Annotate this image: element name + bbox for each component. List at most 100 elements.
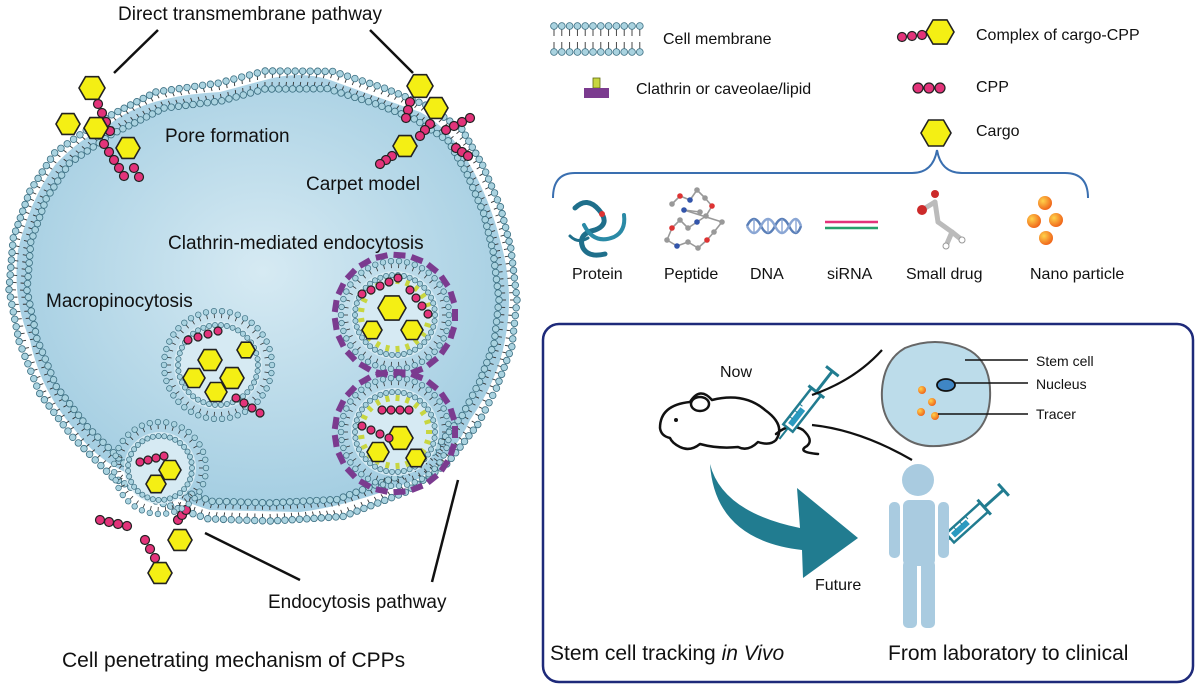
tracking-panel-border <box>543 324 1193 682</box>
stem-cell-label: Stem cell <box>1036 353 1094 369</box>
cpp-bead <box>130 164 139 173</box>
cargo-types-bracket <box>553 150 1088 198</box>
cargo-hexagon <box>921 120 951 146</box>
stem-cell-icon <box>882 342 990 446</box>
tracer-dot <box>931 412 939 420</box>
cpp-bead <box>204 330 212 338</box>
left-caption: Cell penetrating mechanism of CPPs <box>62 649 405 672</box>
cpp-bead <box>358 422 366 430</box>
sirna-icon <box>825 222 878 228</box>
nucleus-icon <box>937 379 955 391</box>
cpp-bead <box>194 333 202 341</box>
cargo-hexagon <box>367 443 389 462</box>
cpp-bead <box>110 156 119 165</box>
legend: Cell membrane Clathrin or caveolae/lipid… <box>551 20 1140 198</box>
cargo-hexagon <box>393 136 417 157</box>
cpp-bead <box>100 140 109 149</box>
cpp-legend-icon <box>913 83 945 93</box>
cell-membrane-legend-icon <box>551 23 644 56</box>
cargo-cpp-complex-legend-icon <box>898 20 955 44</box>
cpp-bead <box>402 114 411 123</box>
cpp-bead <box>96 516 105 525</box>
peptide-icon <box>664 187 725 251</box>
cpp-bead <box>120 172 129 181</box>
cpp-bead <box>151 554 160 563</box>
pore-formation-label: Pore formation <box>165 126 290 147</box>
cargo-hexagon <box>56 114 80 135</box>
cpp-bead <box>908 32 917 41</box>
cpp-mechanism-panel: Direct transmembrane pathway Pore format… <box>6 4 521 672</box>
cargo-hexagon <box>79 77 105 100</box>
cpp-bead <box>214 327 222 335</box>
cpp-bead <box>387 406 395 414</box>
tracer-dot <box>918 386 926 394</box>
cpp-bead <box>367 426 375 434</box>
tracer-dot <box>928 398 936 406</box>
legend-cell-membrane: Cell membrane <box>663 31 772 48</box>
cpp-bead <box>385 434 393 442</box>
cpp-bead <box>924 83 934 93</box>
cargo-hexagon <box>148 563 172 584</box>
cargo-hexagon <box>424 98 448 119</box>
cargo-hexagon <box>362 321 382 338</box>
cpp-bead <box>405 406 413 414</box>
cpp-bead <box>378 406 386 414</box>
cargo-legend-icon <box>921 120 951 146</box>
cpp-bead <box>105 148 114 157</box>
legend-clathrin: Clathrin or caveolae/lipid <box>636 81 811 98</box>
cpp-bead <box>935 83 945 93</box>
cargo-hexagon <box>237 342 255 358</box>
cpp-bead <box>412 294 420 302</box>
cpp-bead <box>418 302 426 310</box>
cpp-bead <box>136 458 144 466</box>
cargo-type-label: Protein <box>572 266 623 283</box>
zoom-line <box>812 350 882 395</box>
now-to-future-arrow <box>710 464 858 578</box>
cpp-bead <box>394 274 402 282</box>
stem-cell-tracking-panel: Now Future Stem cell Nucleus Tracer Stem… <box>543 324 1193 682</box>
protein-icon <box>570 202 624 255</box>
cargo-hexagon <box>926 20 954 44</box>
cpp-bead <box>256 409 264 417</box>
cargo-hexagon <box>205 383 227 402</box>
cpp-bead <box>115 164 124 173</box>
callout-line <box>205 533 300 580</box>
callout-line <box>370 30 413 73</box>
cpp-bead <box>105 518 114 527</box>
cpp-bead <box>898 33 907 42</box>
cargo-hexagon <box>84 118 108 139</box>
clathrin-endocytosis-label: Clathrin-mediated endocytosis <box>168 233 424 254</box>
legend-cargo: Cargo <box>976 123 1020 140</box>
cpp-bead <box>406 286 414 294</box>
cargo-type-label: Small drug <box>906 266 982 283</box>
cpp-bead <box>152 454 160 462</box>
cargo-hexagon <box>116 138 140 159</box>
cargo-hexagon <box>168 530 192 551</box>
legend-cpp: CPP <box>976 79 1009 96</box>
cpp-bead <box>416 132 425 141</box>
cpp-bead <box>918 31 927 40</box>
small-drug-icon <box>917 190 965 249</box>
cpp-bead <box>466 114 475 123</box>
callout-line <box>432 480 458 582</box>
cargo-type-label: siRNA <box>827 266 873 283</box>
clathrin-legend-icon <box>584 78 609 98</box>
direct-pathway-label: Direct transmembrane pathway <box>118 4 382 25</box>
cpp-bead <box>913 83 923 93</box>
tracking-caption: Stem cell tracking in Vivo <box>550 642 785 665</box>
cargo-hexagon <box>183 369 205 388</box>
nanoparticle-icon <box>1027 196 1063 245</box>
cpp-bead <box>464 152 473 161</box>
clinical-caption: From laboratory to clinical <box>888 642 1128 665</box>
cargo-hexagon <box>378 296 406 320</box>
future-label: Future <box>815 577 861 594</box>
cpp-bead <box>358 290 366 298</box>
tracer-label: Tracer <box>1036 406 1076 422</box>
cpp-bead <box>144 456 152 464</box>
cpp-bead <box>376 282 384 290</box>
cargo-hexagon <box>401 321 423 340</box>
cpp-bead <box>114 520 123 529</box>
tracer-dot <box>917 408 925 416</box>
cargo-hexagon <box>198 350 222 371</box>
